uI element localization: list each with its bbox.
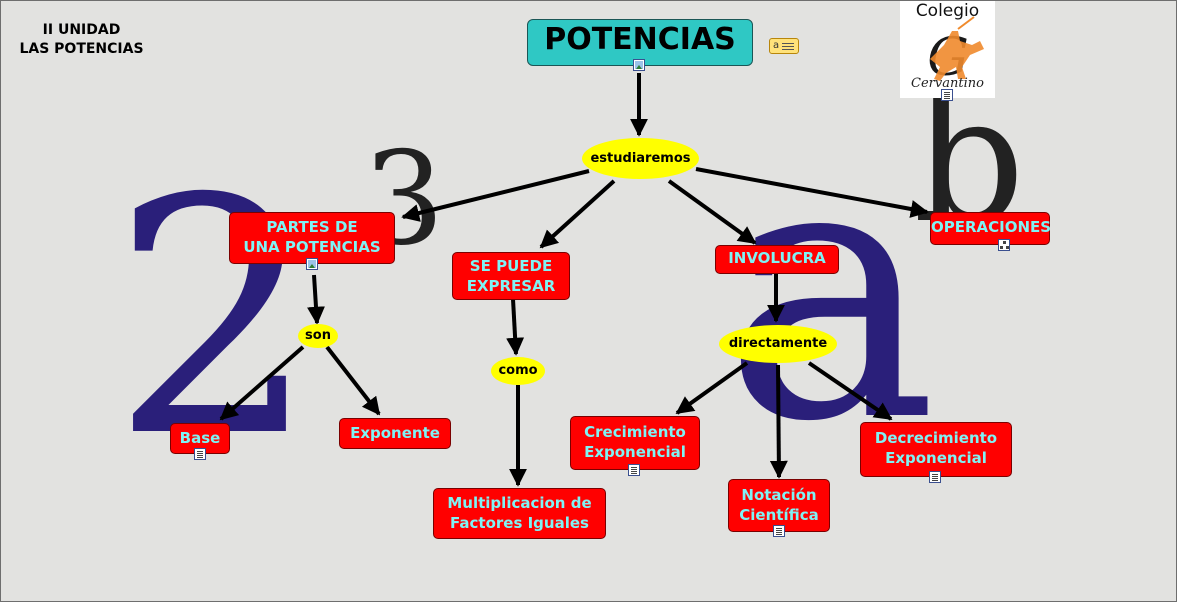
link-estudiaremos-label: estudiaremos <box>590 151 691 166</box>
concept-map-icon[interactable] <box>998 239 1010 251</box>
document-icon[interactable] <box>628 464 640 476</box>
link-directamente-label: directamente <box>728 336 828 351</box>
unit-title-line1: II UNIDAD <box>42 22 121 38</box>
concept-crecimiento-line2: Exponencial <box>584 443 686 461</box>
concept-partes-line1: PARTES DE <box>266 218 358 236</box>
concept-operaciones[interactable]: OPERACIONES <box>930 212 1052 245</box>
root-label: POTENCIAS <box>544 22 736 57</box>
concept-decrecimiento-line1: Decrecimiento <box>874 429 998 447</box>
document-icon[interactable] <box>929 471 941 483</box>
document-icon[interactable] <box>773 525 785 537</box>
concept-partes[interactable]: PARTES DE UNA POTENCIAS <box>229 212 395 264</box>
concept-decrecimiento[interactable]: Decrecimiento Exponencial <box>860 422 1012 477</box>
unit-title-line2: LAS POTENCIAS <box>19 41 144 57</box>
logo-top-text: Colegio <box>915 1 980 21</box>
link-como[interactable]: como <box>491 357 545 385</box>
link-como-label: como <box>498 363 538 378</box>
glyph-a: a <box>723 81 938 500</box>
logo-emblem: G <box>927 16 984 88</box>
concept-notacion-line1: Notación <box>741 486 817 504</box>
link-son[interactable]: son <box>298 324 338 348</box>
arrow-son-to-base <box>219 345 305 421</box>
link-estudiaremos[interactable]: estudiaremos <box>582 138 699 179</box>
concept-expresar[interactable]: SE PUEDE EXPRESAR <box>452 252 570 300</box>
concept-involucra[interactable]: INVOLUCRA <box>715 245 839 274</box>
concept-partes-line2: UNA POTENCIAS <box>243 238 381 256</box>
arrow-estudiaremos-to-operaciones <box>695 167 929 218</box>
link-directamente[interactable]: directamente <box>719 325 837 363</box>
concept-notacion-line2: Científica <box>739 506 819 524</box>
concept-operaciones-label: OPERACIONES <box>931 218 1052 236</box>
arrow-directamente-to-crecimiento <box>675 361 749 415</box>
image-icon[interactable] <box>306 258 318 270</box>
arrow-directamente-to-decrecimiento <box>807 361 893 421</box>
arrow-expresar-to-como <box>506 298 525 356</box>
note-icon[interactable]: a <box>769 38 799 54</box>
concept-crecimiento[interactable]: Crecimiento Exponencial <box>570 416 700 470</box>
arrow-son-to-exponente <box>325 345 381 416</box>
concept-multiplicacion-line1: Multiplicacion de <box>447 494 592 512</box>
concept-notacion[interactable]: Notación Científica <box>728 479 830 532</box>
concept-expresar-line1: SE PUEDE <box>469 257 553 275</box>
concept-expresar-line2: EXPRESAR <box>466 277 556 295</box>
concept-exponente-label: Exponente <box>350 424 440 442</box>
arrow-estudiaremos-to-partes <box>401 169 590 222</box>
document-icon[interactable] <box>194 448 206 460</box>
link-son-label: son <box>305 328 331 343</box>
arrow-directamente-to-notacion <box>769 364 788 479</box>
concept-multiplicacion-line2: Factores Iguales <box>450 514 589 532</box>
arrow-partes-to-son <box>307 274 325 325</box>
image-icon[interactable] <box>633 59 645 71</box>
document-icon[interactable] <box>941 89 953 101</box>
school-logo: Colegio G Cervantino <box>900 1 995 98</box>
logo-bottom-text: Cervantino <box>911 76 984 91</box>
concept-exponente[interactable]: Exponente <box>339 418 451 449</box>
concept-decrecimiento-line2: Exponencial <box>885 449 987 467</box>
concept-base-label: Base <box>179 429 221 447</box>
arrow-estudiaremos-to-involucra <box>667 179 757 245</box>
concept-crecimiento-line1: Crecimiento <box>584 423 686 441</box>
concept-multiplicacion[interactable]: Multiplicacion de Factores Iguales <box>433 488 606 539</box>
unit-title: II UNIDAD LAS POTENCIAS <box>9 21 154 59</box>
arrow-estudiaremos-to-expresar <box>539 179 616 249</box>
note-icon-letter: a <box>773 40 780 51</box>
concept-involucra-label: INVOLUCRA <box>728 249 826 267</box>
